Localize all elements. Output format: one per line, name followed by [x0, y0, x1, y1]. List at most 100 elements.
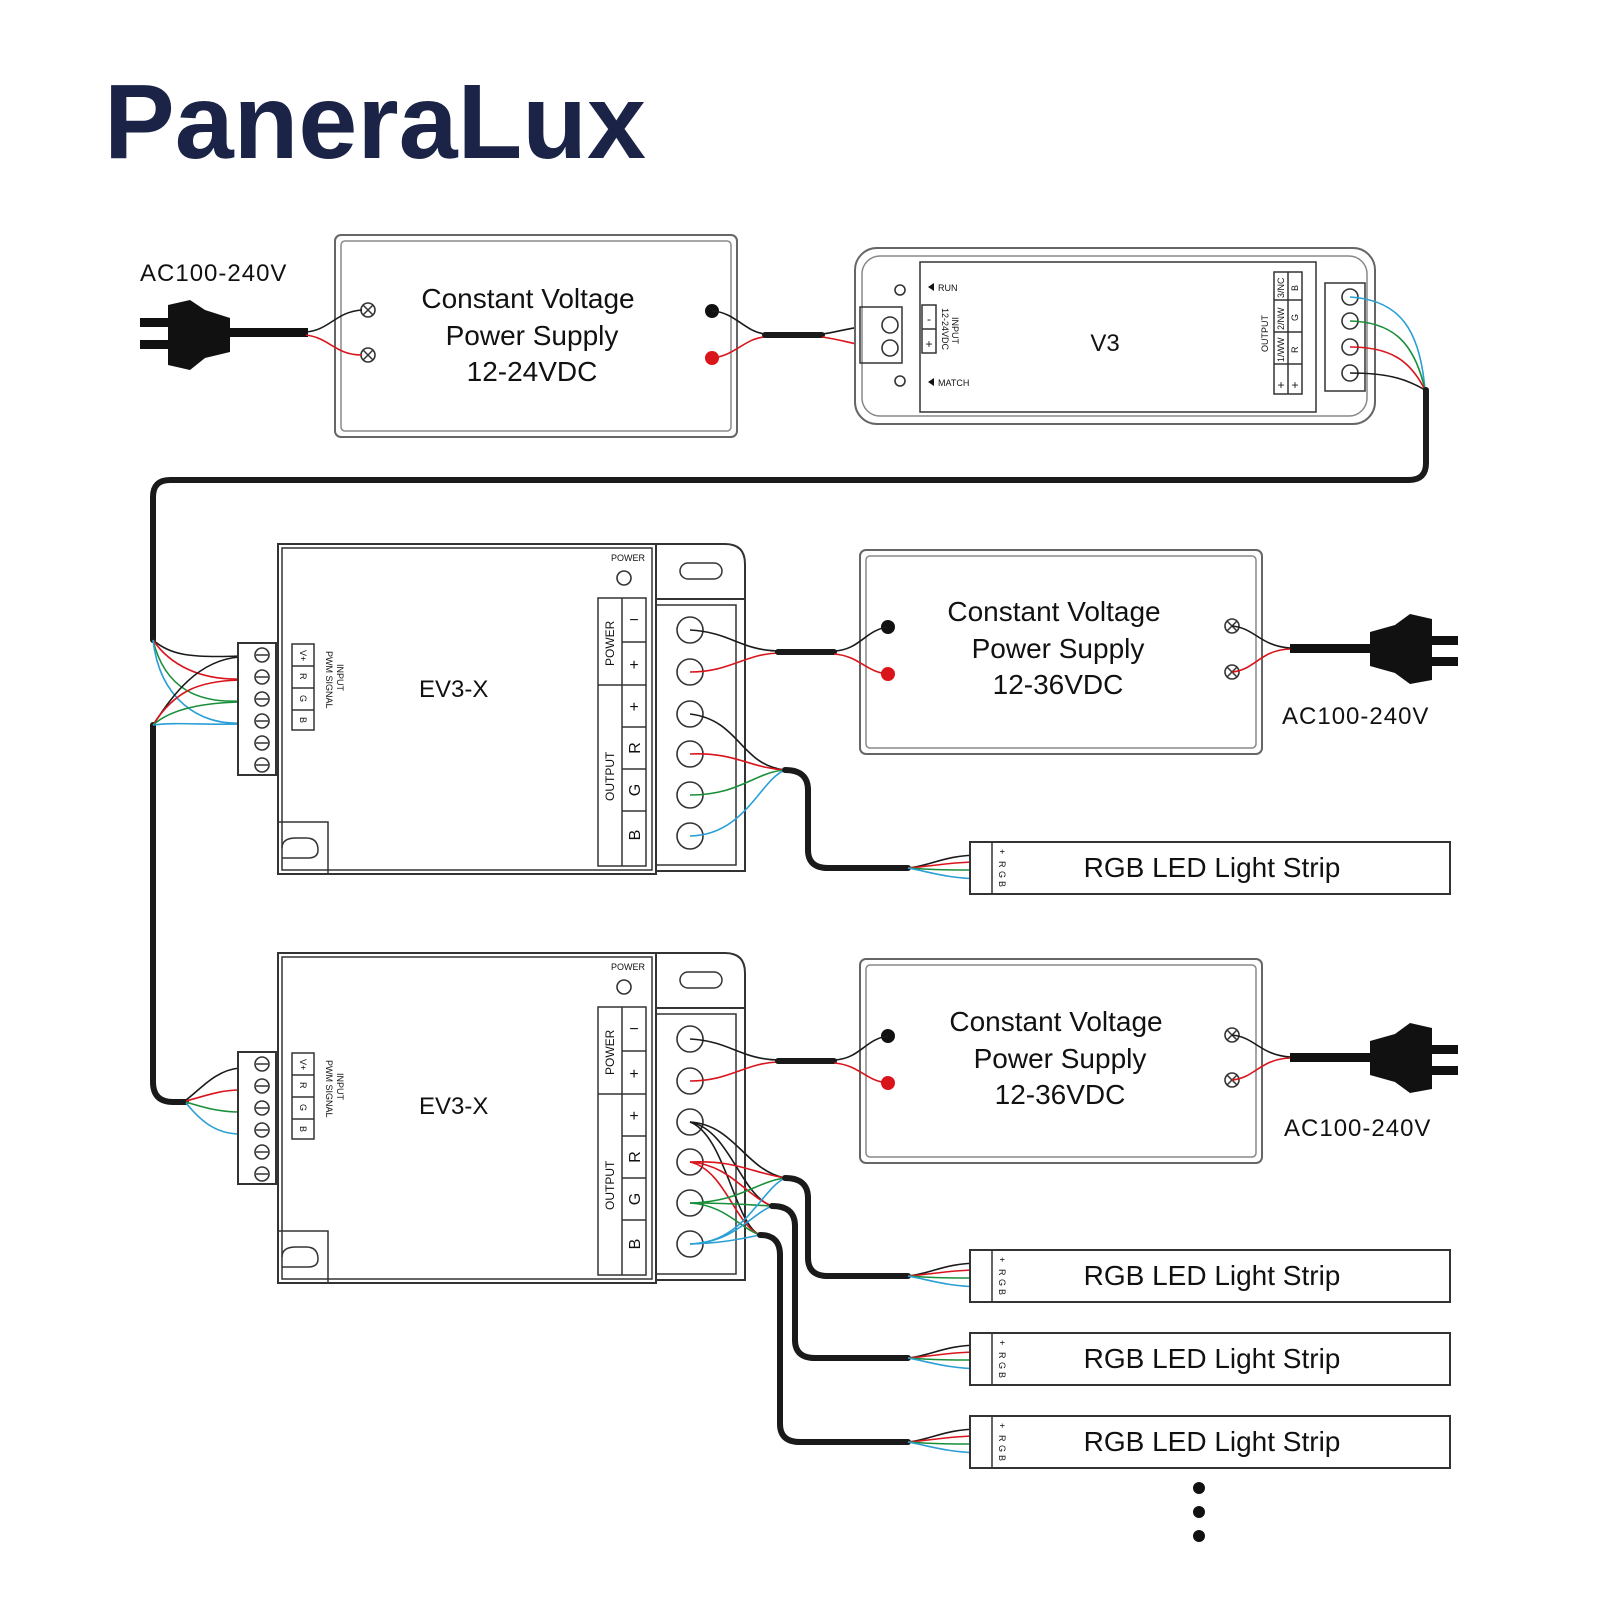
- ps2-line1: Constant Voltage: [949, 1006, 1162, 1037]
- ps1-line3: 12-36VDC: [993, 669, 1124, 700]
- strip-pin-g: G: [997, 1445, 1007, 1452]
- out-ch-2nw: 2/NW: [1276, 307, 1286, 330]
- strip-pin-plus: +: [997, 1340, 1007, 1345]
- out-ch-b: B: [1290, 285, 1300, 291]
- in-pin-r: R: [298, 673, 308, 680]
- controller-v3: V3 RUN MATCH - + INPUT 12-24VDC OUTPUT 3…: [854, 247, 1376, 425]
- in-pin-g: G: [298, 695, 308, 702]
- strip-pin-plus: +: [997, 1423, 1007, 1428]
- power-pin-minus: −: [629, 1021, 638, 1038]
- run-led-icon: [894, 284, 906, 296]
- power-pin-plus: +: [629, 1066, 638, 1083]
- strip-label: RGB LED Light Strip: [1084, 1426, 1341, 1457]
- match-label: MATCH: [938, 378, 969, 388]
- amp-name: EV3-X: [419, 676, 488, 703]
- power-pin-minus: −: [629, 612, 638, 629]
- amplifier-ev3x-2: POWER EV3-X V+ R G B INPUT PWM SIGNAL PO…: [237, 952, 746, 1284]
- out-pin-plus: +: [629, 1108, 638, 1125]
- output-section-label: OUTPUT: [603, 1160, 617, 1210]
- led-strip: + R G B RGB LED Light Strip: [969, 1415, 1451, 1469]
- amp-pwm-label: PWM SIGNAL: [324, 1060, 334, 1118]
- input-label: INPUT: [950, 317, 960, 345]
- input-plus: +: [925, 337, 932, 351]
- strip-pin-r: R: [997, 1269, 1007, 1276]
- out-ch-r: R: [1290, 346, 1300, 353]
- screw-terminal-icon: [254, 647, 270, 773]
- out-pin-g: G: [627, 784, 644, 796]
- power-led-label: POWER: [611, 962, 646, 972]
- strip-pin-r: R: [997, 1435, 1007, 1442]
- power-pin-plus: +: [629, 657, 638, 674]
- output-label: OUTPUT: [1260, 315, 1270, 353]
- led-strip: + R G B RGB LED Light Strip: [969, 1249, 1451, 1303]
- strip-label: RGB LED Light Strip: [1084, 1343, 1341, 1374]
- power-section-label: POWER: [603, 1029, 617, 1075]
- ps2-line3: 12-36VDC: [995, 1079, 1126, 1110]
- ps-line2: Power Supply: [446, 320, 619, 351]
- screw-terminal-icon: [254, 1056, 270, 1182]
- in-pin-b: B: [298, 1126, 308, 1132]
- ps1-line2: Power Supply: [972, 633, 1145, 664]
- strip-pin-g: G: [997, 1279, 1007, 1286]
- ellipsis-dots-icon: [1193, 1482, 1205, 1542]
- out-pin-plus: +: [629, 699, 638, 716]
- in-pin-g: G: [298, 1104, 308, 1111]
- out-pin-g: G: [627, 1193, 644, 1205]
- ac-plug-icon: [140, 300, 308, 370]
- in-pin-b: B: [298, 717, 308, 723]
- amp-pwm-label: PWM SIGNAL: [324, 651, 334, 709]
- strip-pin-b: B: [997, 1289, 1007, 1295]
- power-supply-1: Constant Voltage Power Supply 12-36VDC: [859, 549, 1263, 755]
- strip-pin-r: R: [997, 861, 1007, 868]
- top-power-supply: Constant Voltage Power Supply 12-24VDC: [334, 234, 738, 438]
- ac-plug-icon: [1290, 1023, 1458, 1093]
- power-led-icon: [616, 570, 632, 586]
- amp-name: EV3-X: [419, 1093, 488, 1120]
- strip-pin-plus: +: [997, 1257, 1007, 1262]
- in-pin-vplus: V+: [298, 1059, 308, 1070]
- top-ac-label: AC100-240V: [140, 260, 287, 287]
- ps1-line1: Constant Voltage: [947, 596, 1160, 627]
- out-ch-g: G: [1290, 314, 1300, 321]
- strip-pin-b: B: [997, 1372, 1007, 1378]
- ps-line1: Constant Voltage: [421, 283, 634, 314]
- ps-line3: 12-24VDC: [467, 356, 598, 387]
- out-pin-b: B: [627, 830, 644, 841]
- strip-pin-plus: +: [997, 849, 1007, 854]
- out-ch-1ww: 1/WW: [1276, 337, 1286, 362]
- strip-label: RGB LED Light Strip: [1084, 1260, 1341, 1291]
- out-ch-3nc: 3/NC: [1276, 277, 1286, 298]
- ps1-ac-label: AC100-240V: [1282, 703, 1429, 730]
- out-ch-plus-2: +: [1291, 378, 1298, 392]
- ac-plug-icon: [1290, 614, 1458, 684]
- ps2-ac-label: AC100-240V: [1284, 1115, 1431, 1142]
- out-pin-r: R: [627, 1151, 644, 1163]
- strip-pin-b: B: [997, 881, 1007, 887]
- power-led-icon: [616, 979, 632, 995]
- match-led-icon: [894, 375, 906, 387]
- strip-pin-r: R: [997, 1352, 1007, 1359]
- led-strip: + R G B RGB LED Light Strip: [969, 1332, 1451, 1386]
- in-pin-r: R: [298, 1082, 308, 1089]
- strip-pin-g: G: [997, 1362, 1007, 1369]
- out-ch-plus-1: +: [1277, 378, 1284, 392]
- in-pin-vplus: V+: [298, 650, 308, 661]
- input-volt: 12-24VDC: [940, 308, 950, 351]
- amplifier-ev3x-1: POWER EV3-X V+ R G B INPUT PWM SIGNAL PO…: [237, 543, 746, 875]
- ps2-line2: Power Supply: [974, 1043, 1147, 1074]
- power-section-label: POWER: [603, 620, 617, 666]
- brand-logo: PaneraLux: [104, 63, 646, 181]
- out-pin-b: B: [627, 1239, 644, 1250]
- run-label: RUN: [938, 283, 958, 293]
- input-minus: -: [927, 312, 931, 326]
- controller-name: V3: [1090, 330, 1119, 357]
- strip-pin-b: B: [997, 1455, 1007, 1461]
- led-strip: + R G B RGB LED Light Strip: [969, 841, 1451, 895]
- strip-label: RGB LED Light Strip: [1084, 852, 1341, 883]
- power-supply-2: Constant Voltage Power Supply 12-36VDC: [859, 958, 1263, 1164]
- strip-pin-g: G: [997, 871, 1007, 878]
- out-pin-r: R: [627, 742, 644, 754]
- power-led-label: POWER: [611, 553, 646, 563]
- output-section-label: OUTPUT: [603, 751, 617, 801]
